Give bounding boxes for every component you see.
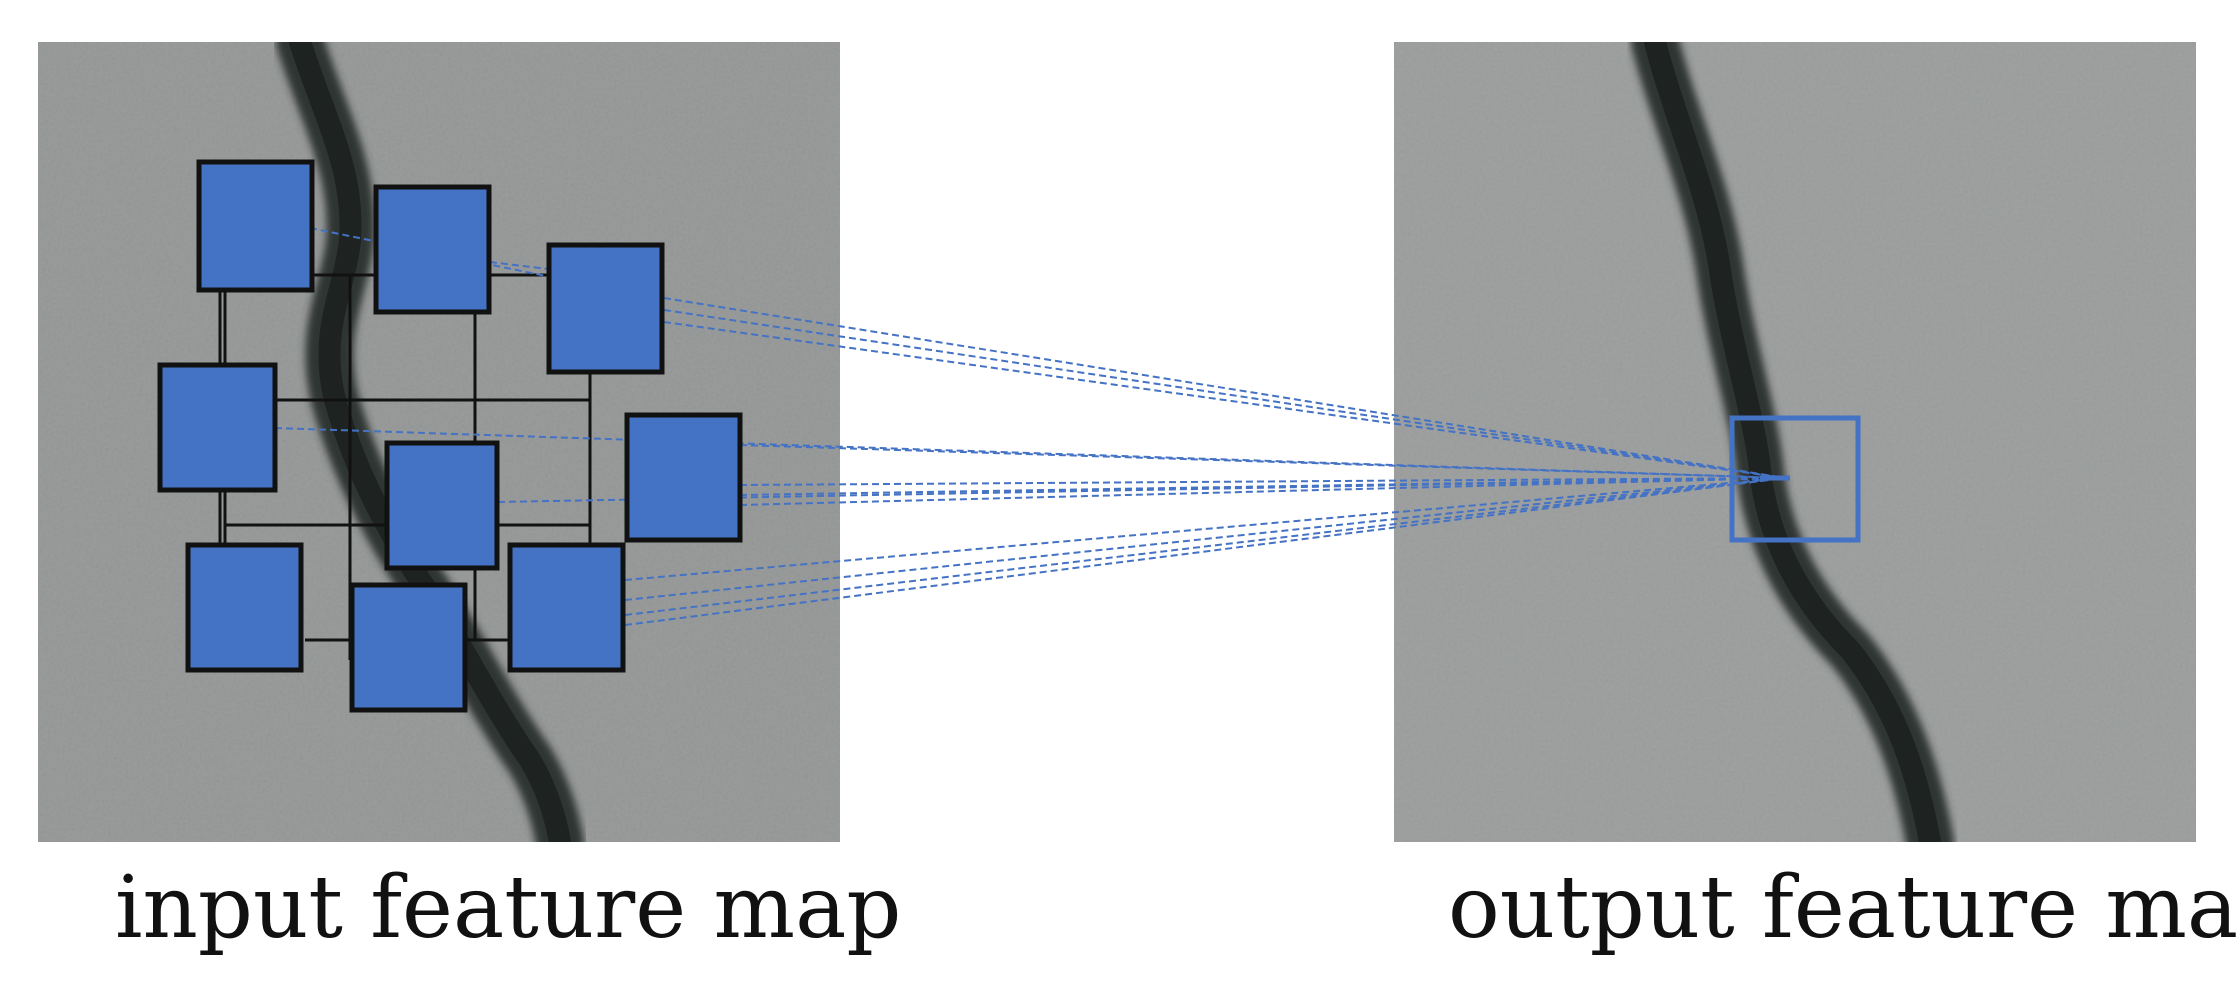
sample-point xyxy=(373,184,492,315)
deformed-sampling-points xyxy=(157,159,743,713)
input-map-caption: input feature map xyxy=(115,858,902,958)
sample-point xyxy=(349,582,468,713)
sample-point xyxy=(157,362,278,493)
sample-point xyxy=(624,412,743,543)
input-crack xyxy=(276,42,584,842)
output-texture xyxy=(1394,42,2196,842)
sample-point xyxy=(185,542,304,673)
sample-point xyxy=(546,242,665,375)
output-feature-map xyxy=(1394,42,2196,842)
sample-point xyxy=(507,542,626,673)
output-map-caption: output feature map xyxy=(1448,858,2240,958)
sample-point xyxy=(196,159,315,293)
output-crack xyxy=(1631,42,1954,842)
sample-point xyxy=(384,440,500,571)
